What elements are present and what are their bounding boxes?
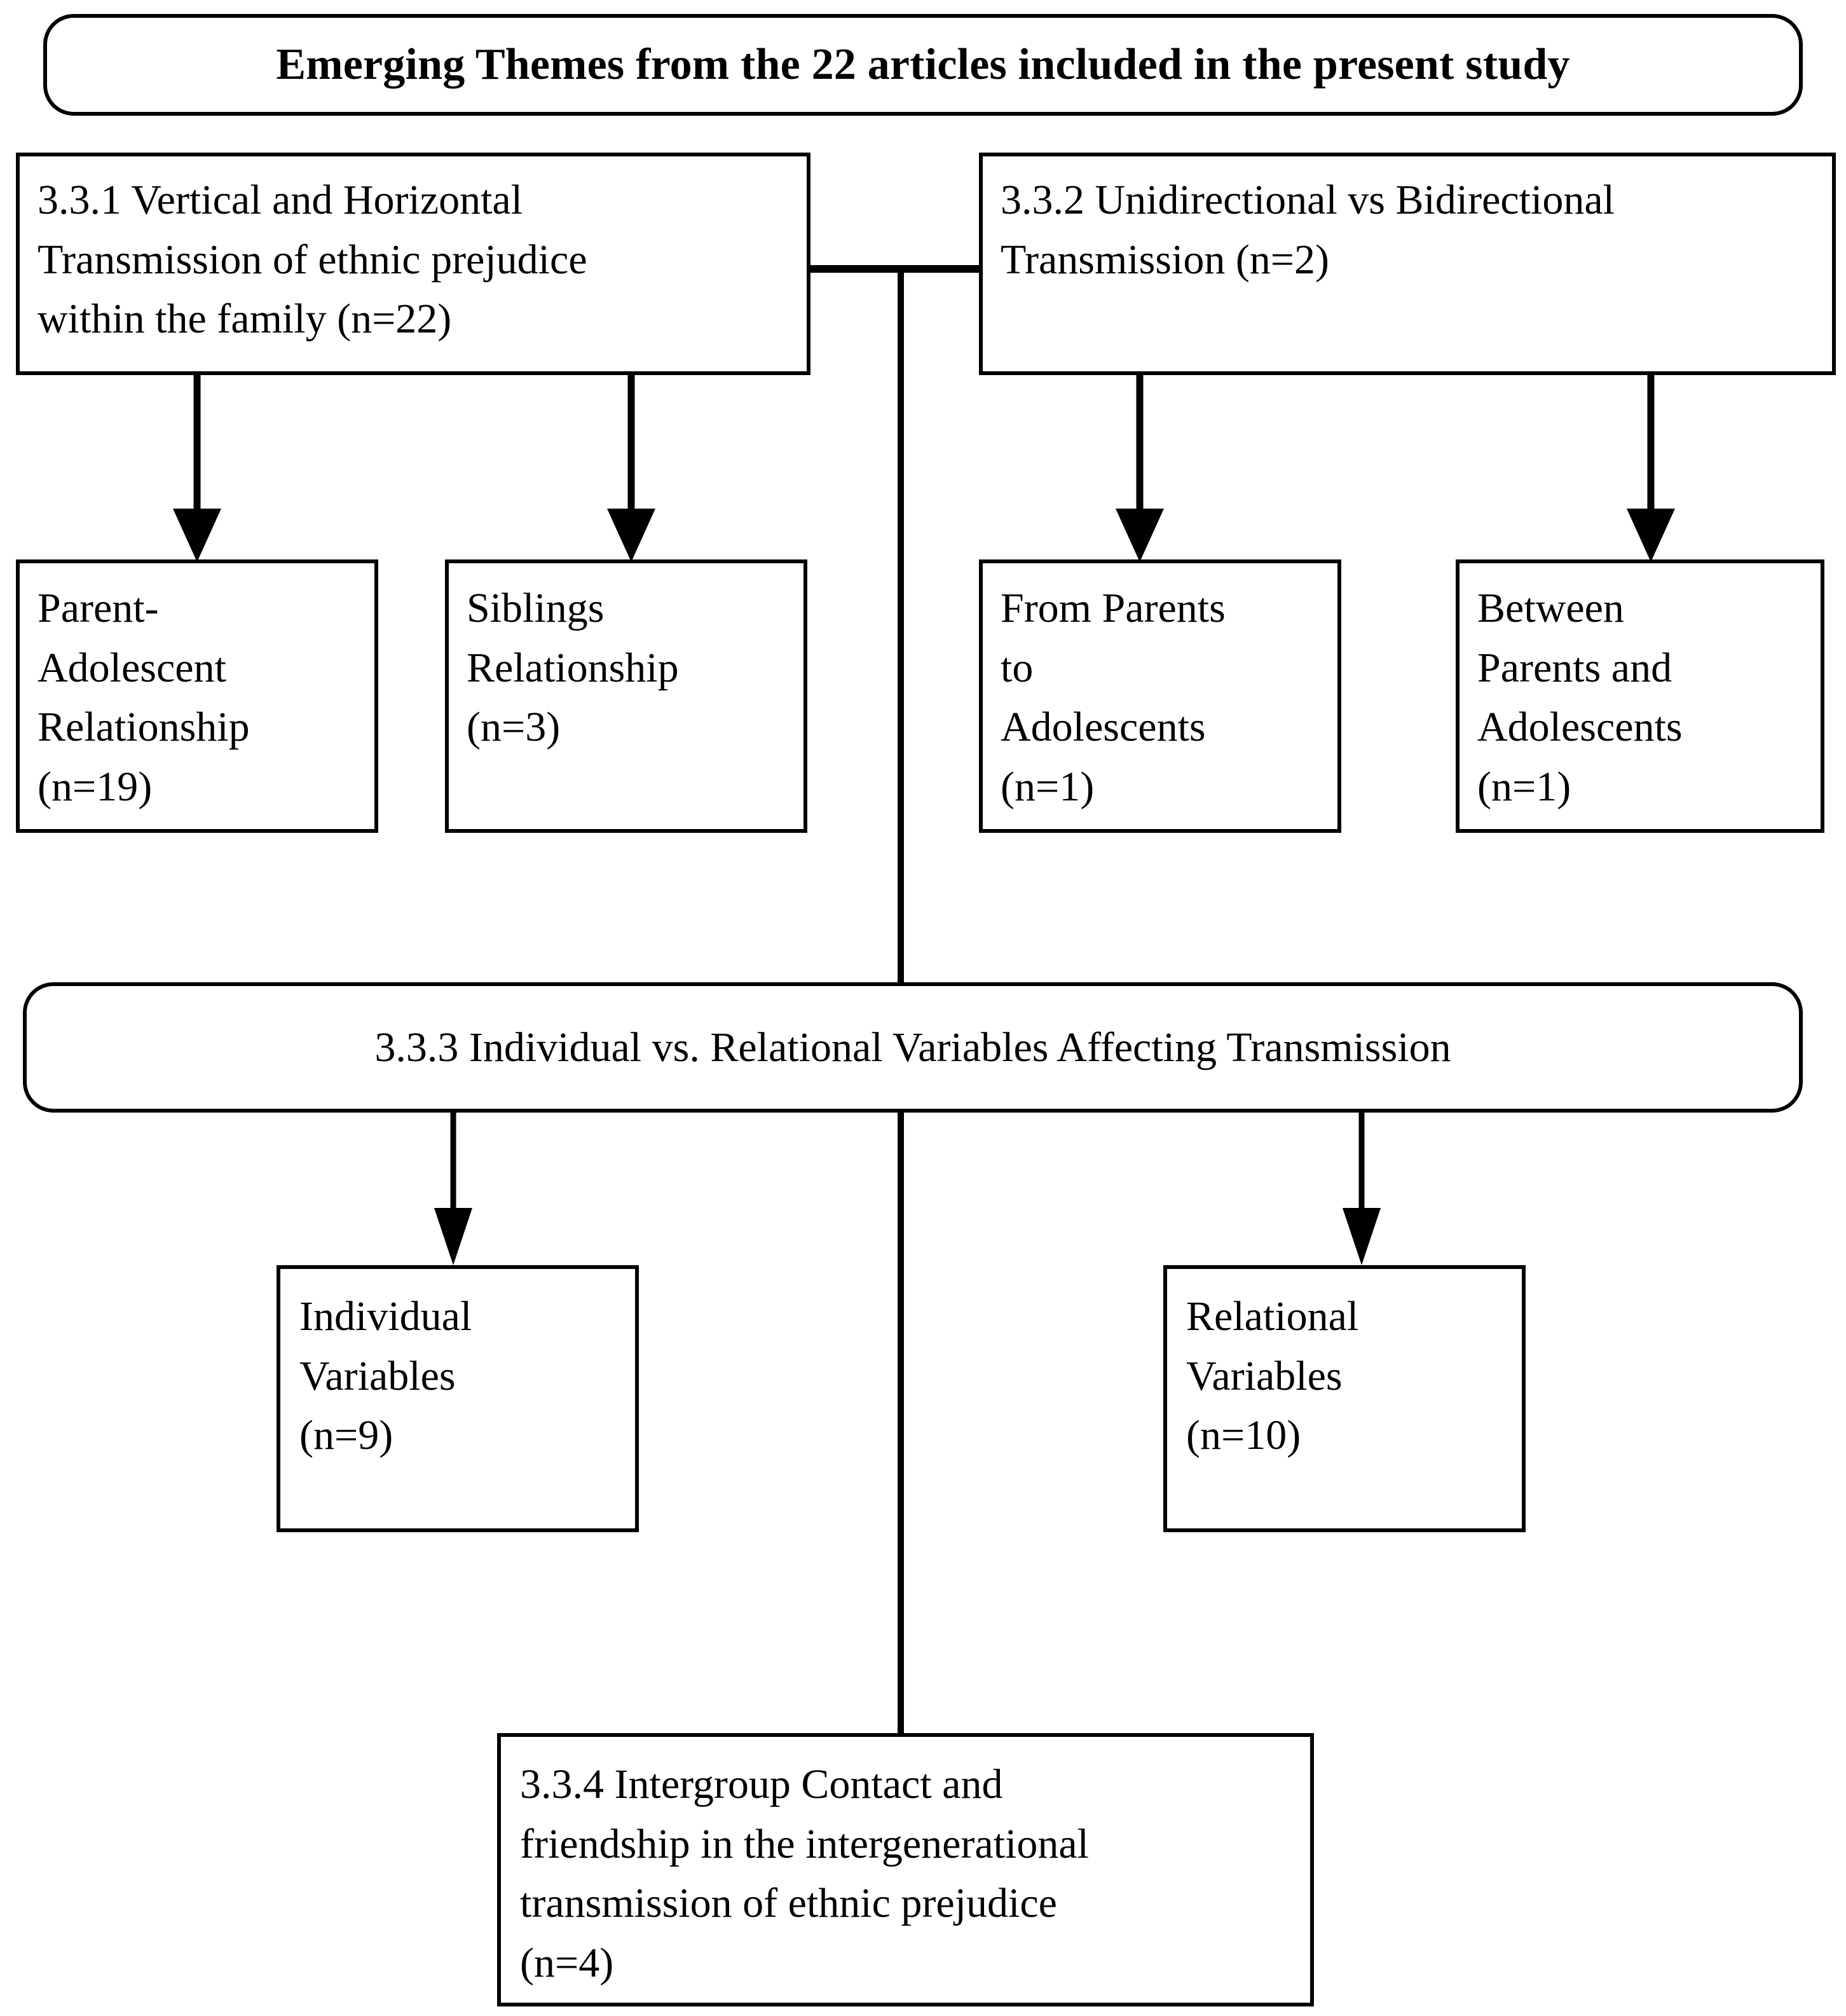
node-individual-variables-label: Individual Variables (n=9) bbox=[299, 1293, 472, 1459]
node-theme-3-3-2: 3.3.2 Unidirectional vs Bidirectional Tr… bbox=[979, 153, 1836, 375]
node-siblings-relationship: Siblings Relationship (n=3) bbox=[445, 559, 807, 833]
arrowhead-331-siblings bbox=[607, 509, 655, 562]
node-relational-variables: Relational Variables (n=10) bbox=[1163, 1265, 1526, 1532]
header-title: Emerging Themes from the 22 articles inc… bbox=[276, 40, 1570, 90]
node-theme-3-3-1: 3.3.1 Vertical and Horizontal Transmissi… bbox=[16, 153, 810, 375]
arrowhead-333-relational bbox=[1343, 1208, 1381, 1265]
node-theme-3-3-2-label: 3.3.2 Unidirectional vs Bidirectional Tr… bbox=[1001, 177, 1615, 283]
arrowhead-332-from-parents bbox=[1116, 509, 1164, 562]
node-theme-3-3-4: 3.3.4 Intergroup Contact and friendship … bbox=[497, 1733, 1314, 2006]
node-between-parents-and-adolescents-label: Between Parents and Adolescents (n=1) bbox=[1477, 585, 1683, 811]
arrowhead-331-parent-adolescent bbox=[173, 509, 221, 562]
node-theme-3-3-4-label: 3.3.4 Intergroup Contact and friendship … bbox=[520, 1761, 1089, 1987]
node-from-parents-to-adolescents-label: From Parents to Adolescents (n=1) bbox=[1001, 585, 1226, 811]
node-theme-3-3-1-label: 3.3.1 Vertical and Horizontal Transmissi… bbox=[38, 177, 587, 343]
node-relational-variables-label: Relational Variables (n=10) bbox=[1186, 1293, 1359, 1459]
node-theme-3-3-3: 3.3.3 Individual vs. Relational Variable… bbox=[23, 982, 1803, 1113]
node-from-parents-to-adolescents: From Parents to Adolescents (n=1) bbox=[979, 559, 1341, 833]
node-parent-adolescent-relationship: Parent- Adolescent Relationship (n=19) bbox=[16, 559, 378, 833]
node-between-parents-and-adolescents: Between Parents and Adolescents (n=1) bbox=[1456, 559, 1824, 833]
node-siblings-relationship-label: Siblings Relationship (n=3) bbox=[467, 585, 679, 751]
arrowhead-333-individual bbox=[434, 1208, 472, 1265]
arrowhead-332-between-parents bbox=[1627, 509, 1675, 562]
node-individual-variables: Individual Variables (n=9) bbox=[277, 1265, 639, 1532]
node-theme-3-3-3-label: 3.3.3 Individual vs. Relational Variable… bbox=[374, 1024, 1451, 1071]
header-banner: Emerging Themes from the 22 articles inc… bbox=[43, 14, 1803, 116]
node-parent-adolescent-relationship-label: Parent- Adolescent Relationship (n=19) bbox=[38, 585, 250, 811]
